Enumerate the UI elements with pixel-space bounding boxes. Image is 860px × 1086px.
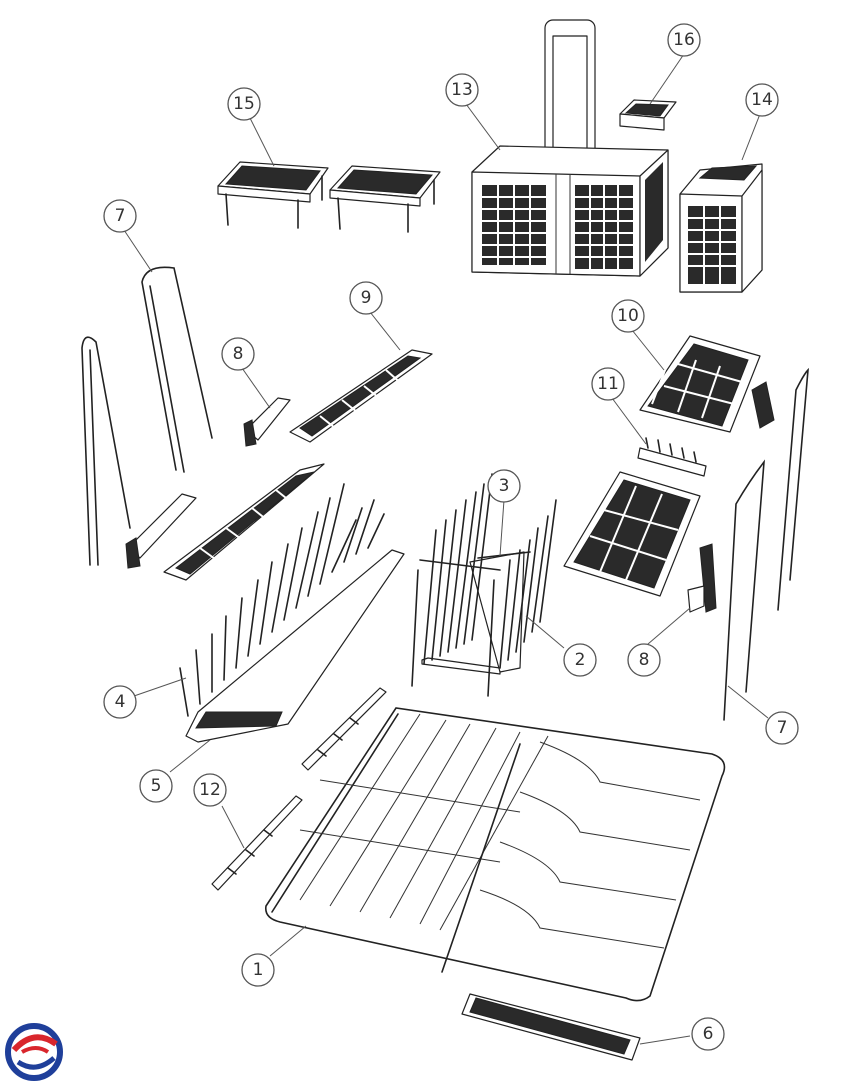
part-7-right-rods <box>723 367 809 721</box>
callout-14: 16 <box>667 23 701 57</box>
callout-5: 5 <box>139 769 173 803</box>
part-2-3-tine-rack <box>411 473 557 697</box>
svg-text:5: 5 <box>151 776 162 796</box>
svg-text:11: 11 <box>597 374 619 394</box>
svg-text:7: 7 <box>115 206 126 226</box>
svg-text:15: 15 <box>233 94 255 114</box>
part-6-bottom-tray <box>461 993 641 1061</box>
part-11-cutlery-basket <box>471 19 669 277</box>
part-8-right-clips <box>687 543 717 613</box>
svg-text:12: 12 <box>199 780 221 800</box>
svg-text:14: 14 <box>751 90 773 110</box>
callout-9: 9 <box>349 281 383 315</box>
callout-10: 10 <box>611 299 645 333</box>
part-9-folding-tray <box>163 349 433 581</box>
part-8-left-clips <box>125 397 291 569</box>
leader-lines <box>123 53 769 1045</box>
part-14-small-insert <box>619 99 677 131</box>
part-4-5-plate-rack <box>179 483 405 743</box>
svg-text:8: 8 <box>639 650 650 670</box>
right-lower-tray <box>563 471 701 597</box>
callout-15: 12 <box>193 773 227 807</box>
svg-text:10: 10 <box>617 306 639 326</box>
svg-text:9: 9 <box>361 288 372 308</box>
callout-12: 14 <box>745 83 779 117</box>
callout-1: 1 <box>241 953 275 987</box>
svg-text:2: 2 <box>575 650 586 670</box>
callout-7-right: 7 <box>765 711 799 745</box>
brand-logo <box>5 1023 63 1081</box>
callout-7-left: 7 <box>103 199 137 233</box>
callout-2: 2 <box>563 643 597 677</box>
part-13-grid-racks <box>217 161 441 233</box>
callout-4: 4 <box>103 685 137 719</box>
svg-text:13: 13 <box>451 80 473 100</box>
callout-11: 13 <box>445 73 479 107</box>
part-10-tray <box>639 335 775 433</box>
svg-text:3: 3 <box>499 476 510 496</box>
svg-text:4: 4 <box>115 692 126 712</box>
svg-text:6: 6 <box>703 1024 714 1044</box>
svg-text:7: 7 <box>777 718 788 738</box>
callout-3: 3 <box>487 469 521 503</box>
part-1-main-rack <box>264 707 726 1002</box>
callout-8-left: 8 <box>221 337 255 371</box>
callout-16: 11 <box>591 367 625 401</box>
part-15-clip-rails <box>211 687 387 891</box>
callout-8-right: 8 <box>627 643 661 677</box>
svg-text:16: 16 <box>673 30 695 50</box>
part-7-left-rods <box>81 266 213 566</box>
callout-6: 6 <box>691 1017 725 1051</box>
svg-text:8: 8 <box>233 344 244 364</box>
svg-text:1: 1 <box>253 960 264 980</box>
callout-13: 15 <box>227 87 261 121</box>
part-12-small-basket <box>679 163 763 293</box>
part-16-comb <box>637 437 707 477</box>
